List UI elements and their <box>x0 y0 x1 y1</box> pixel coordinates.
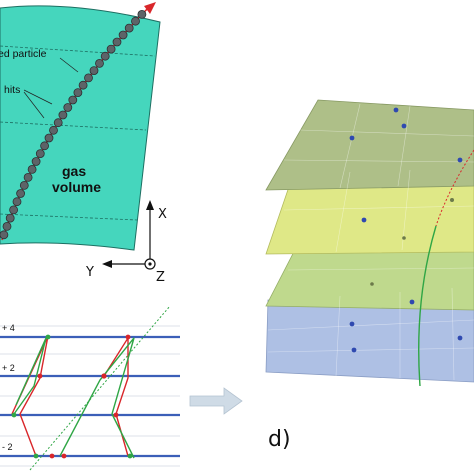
hit-bead <box>53 118 63 128</box>
axis-z-label: Z <box>156 270 165 285</box>
track-arrow-head <box>144 2 156 14</box>
hit-marker <box>61 453 67 459</box>
hit-point <box>351 347 357 353</box>
hit-marker <box>11 412 17 418</box>
hit-bead <box>19 180 29 190</box>
hit-marker <box>33 453 39 459</box>
hits-leader-1 <box>23 89 53 105</box>
panel-wire-planes: + 4 + 2 - 2 <box>0 305 180 471</box>
hit-point <box>349 321 355 327</box>
hit-point <box>349 135 355 141</box>
z-axis-dot <box>148 262 152 266</box>
hit-bead <box>137 9 147 19</box>
hit-point <box>450 198 454 202</box>
hit-bead <box>2 221 12 231</box>
hit-point <box>361 217 367 223</box>
tick-label-minus2: - 2 <box>2 442 13 452</box>
hit-bead <box>0 230 9 240</box>
hit-bead <box>112 37 122 47</box>
particle-label: ed particle <box>0 48 47 60</box>
hit-point <box>370 282 374 286</box>
hit-marker <box>101 373 107 379</box>
dashed-boundary-1 <box>0 45 156 57</box>
hit-bead <box>95 59 104 68</box>
hits-leader-2 <box>23 91 45 119</box>
hit-bead <box>78 80 88 90</box>
hit-bead <box>35 149 45 159</box>
hit-bead <box>58 110 68 120</box>
hit-bead <box>124 23 134 33</box>
hit-point <box>409 299 415 305</box>
hit-bead <box>63 103 73 112</box>
hit-bead <box>49 125 58 135</box>
axis-x-label: X <box>158 207 167 222</box>
tick-label-plus4: + 4 <box>2 323 15 333</box>
green-hit-path <box>13 337 47 415</box>
dashed-boundary-3 <box>0 213 138 221</box>
hit-bead <box>27 164 37 174</box>
hit-point <box>402 236 406 240</box>
hit-marker <box>49 453 55 459</box>
hit-bead <box>16 189 26 198</box>
hit-marker <box>45 334 51 340</box>
detector-track-green <box>418 225 437 387</box>
red-hit-path-2 <box>103 335 129 457</box>
hit-bead <box>12 197 22 207</box>
panel-d-label: d) <box>268 427 291 452</box>
dashed-boundary-2 <box>0 121 147 131</box>
hit-point <box>457 335 463 341</box>
hit-point <box>401 123 407 129</box>
hits-label: hits <box>4 84 20 96</box>
hit-bead <box>68 95 78 105</box>
hit-bead <box>9 205 19 215</box>
layer-top <box>265 99 474 191</box>
volume-label: volume <box>52 179 101 195</box>
green-hit-path-2 <box>59 337 135 459</box>
hit-bead <box>44 133 54 143</box>
panel-gas-volume: ed particle hits gas volume X Y Z <box>0 2 167 285</box>
tick-label-plus2: + 2 <box>2 363 15 373</box>
hit-bead <box>100 51 110 61</box>
x-axis-head <box>146 200 154 210</box>
detector-track-red <box>435 149 474 227</box>
ref-track-dotted <box>29 305 171 471</box>
hit-bead <box>89 66 99 75</box>
gas-volume-slab <box>0 5 161 251</box>
hit-point <box>457 157 463 163</box>
hit-bead <box>5 213 15 223</box>
hit-marker <box>37 373 43 379</box>
hit-bead <box>40 141 49 151</box>
hit-bead <box>23 172 33 182</box>
hit-bead <box>106 44 116 54</box>
transition-arrow-shape <box>189 387 243 415</box>
detector-hits <box>349 107 463 353</box>
ionization-hits <box>0 9 147 240</box>
transition-arrow <box>189 387 243 415</box>
gas-label: gas <box>62 163 86 179</box>
hit-bead <box>31 157 41 166</box>
hit-bead <box>84 73 93 83</box>
hit-bead <box>73 88 83 97</box>
hit-bead <box>131 16 140 26</box>
panel-detector-layers: d) <box>265 99 474 452</box>
hit-marker <box>113 412 119 418</box>
y-axis-head <box>102 260 112 268</box>
hit-point <box>393 107 399 113</box>
hit-bead <box>118 30 128 40</box>
hit-marker <box>125 334 131 340</box>
axis-y-label: Y <box>85 265 94 280</box>
hit-marker <box>127 453 133 459</box>
particle-leader <box>59 57 79 73</box>
